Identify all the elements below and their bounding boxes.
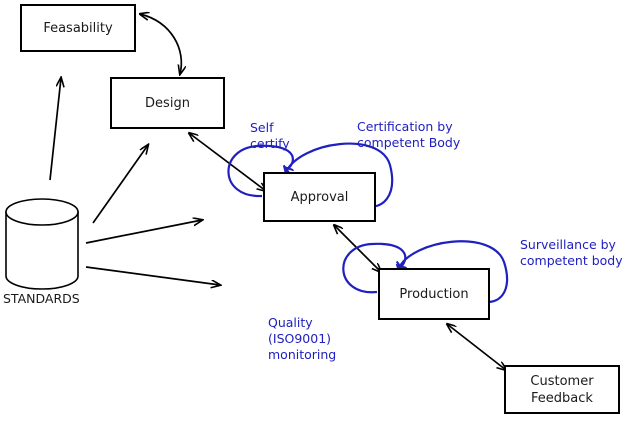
edge-standards-production [85, 266, 220, 285]
edge-standards-feasability [49, 78, 61, 181]
edge-design-approval [189, 133, 266, 191]
annotation-self-certify-text: Self certify [250, 120, 290, 151]
node-customer-feedback-label: Customer Feedback [530, 373, 594, 406]
standards-cylinder-shape [5, 198, 79, 290]
annotation-certification-competent-body: Certification by competent Body [357, 103, 460, 151]
node-production-label: Production [399, 286, 469, 302]
edge-feasability-design [140, 14, 181, 74]
edge-production-customer-feedback [447, 324, 506, 370]
edge-standards-approval [85, 220, 202, 244]
annotation-quality-monitoring-text: Quality (ISO9001) monitoring [268, 315, 337, 362]
node-approval-label: Approval [290, 189, 349, 205]
node-production[interactable]: Production [378, 268, 490, 320]
node-feasability[interactable]: Feasability [20, 4, 136, 52]
annotation-self-certify: Self certify [250, 104, 290, 152]
loop-certification-competent-body [286, 142, 394, 208]
node-customer-feedback[interactable]: Customer Feedback [504, 365, 620, 414]
annotation-certification-competent-body-text: Certification by competent Body [357, 119, 461, 150]
standards-label-text: STANDARDS [3, 291, 80, 306]
node-approval[interactable]: Approval [263, 172, 376, 222]
edge-standards-design [92, 145, 148, 224]
loop-surveillance-competent-body [399, 240, 509, 304]
annotation-surveillance-competent-body-text: Surveillance by competent body [520, 237, 623, 268]
annotation-quality-monitoring: Quality (ISO9001) monitoring [268, 299, 336, 363]
node-design-label: Design [145, 95, 190, 111]
node-feasability-label: Feasability [43, 20, 113, 36]
loop-quality-monitoring [342, 242, 405, 294]
node-design[interactable]: Design [110, 77, 225, 129]
standards-datastore-label: STANDARDS [3, 291, 80, 306]
annotation-surveillance-competent-body: Surveillance by competent body [520, 221, 623, 269]
loop-self-certify [227, 144, 292, 198]
